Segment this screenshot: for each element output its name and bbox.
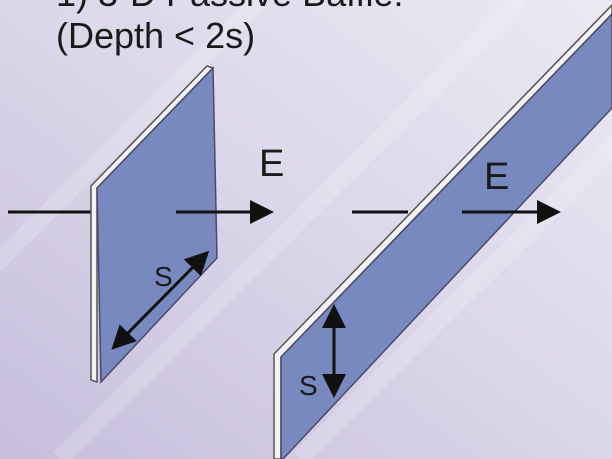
right-baffle: E S — [273, 3, 612, 459]
right-spacing-label: S — [299, 370, 318, 401]
title-line-2: (Depth < 2s) — [56, 15, 255, 56]
right-panel-face — [280, 12, 612, 459]
title-line-1: 1) 3-D Passive Baffle: — [56, 0, 403, 14]
left-field-label: E — [259, 143, 284, 185]
left-spacing-arrow — [111, 250, 210, 350]
left-baffle: E S — [8, 65, 284, 384]
right-field-label: E — [484, 156, 509, 198]
left-spacing-label: S — [154, 261, 173, 292]
